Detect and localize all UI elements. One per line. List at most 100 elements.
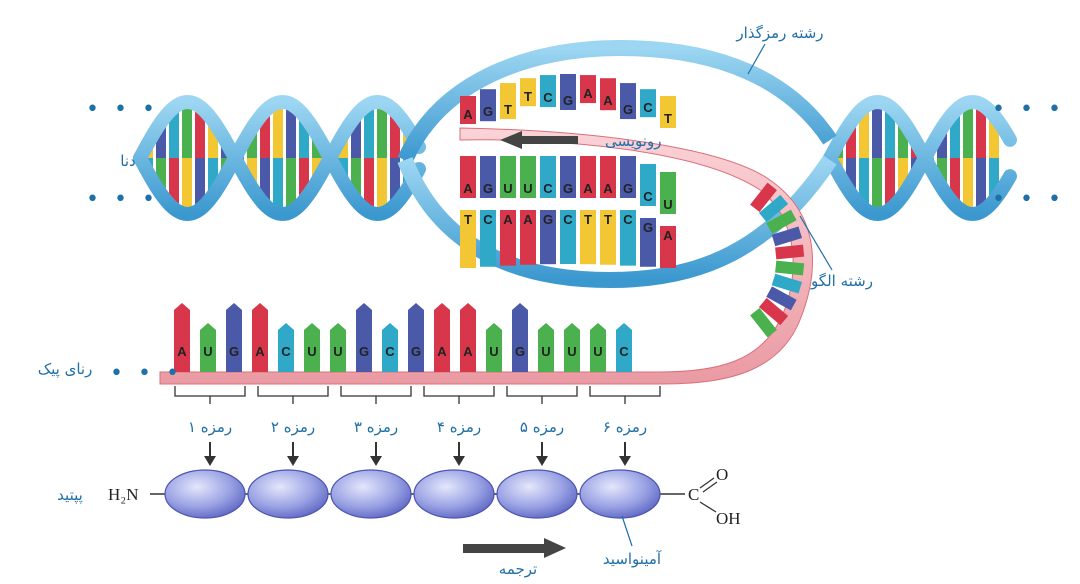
base-pair-half [859, 111, 869, 158]
codon-bracket [257, 386, 329, 397]
mrna-base-letter: G [359, 344, 369, 359]
bubble-mrna-base [580, 156, 596, 198]
base-pair-half [273, 106, 283, 158]
mrna-base [200, 330, 216, 372]
mrna-base [330, 330, 346, 372]
base-pair-half [195, 110, 205, 158]
template-base-letter: G [543, 212, 553, 227]
coding-base-letter: T [664, 111, 672, 126]
base-pair-half [364, 158, 374, 208]
base-pair-half [989, 119, 999, 158]
base-pair-half [872, 106, 882, 158]
template-base-letter: T [604, 212, 612, 227]
template-base-letter: C [623, 212, 633, 227]
base-pair-half [390, 158, 400, 201]
mrna-label: رنای پیک [38, 360, 93, 379]
coding-base [640, 89, 656, 118]
mrna-base-tip [304, 323, 320, 330]
codon-arrow-head [204, 456, 216, 466]
amino-acid [579, 469, 661, 519]
bubble-mrna-base-letter: U [663, 197, 672, 212]
base-pair-half [364, 108, 374, 158]
base-pair-half [898, 158, 908, 192]
bubble-mrna-base-letter: A [583, 181, 593, 196]
carbonyl-bond-2 [702, 481, 718, 493]
dna-left-strand-backbone [133, 94, 426, 221]
ellipsis-mrna: • • • [110, 361, 183, 386]
coding-base-letter: G [563, 93, 573, 108]
h2n-label: H₂N [108, 485, 138, 504]
base-pair-half [286, 108, 296, 158]
template-base [640, 218, 656, 267]
codon-label: رمزه ۶ [603, 418, 647, 436]
base-pair-half [872, 158, 882, 210]
bubble-mrna-base [480, 156, 496, 198]
mrna-base-letter: U [541, 344, 550, 359]
base-pair-half [208, 124, 218, 158]
template-base-letter: G [643, 220, 653, 235]
mrna-base-letter: U [203, 344, 212, 359]
amino-acid-label: آمینواسید [603, 550, 662, 568]
coding-base [620, 83, 636, 120]
mrna-base-tip [616, 323, 632, 330]
template-base [600, 210, 616, 265]
bubble-mrna-base-letter: A [463, 181, 473, 196]
amino-acid-pointer [621, 515, 633, 547]
mrna-base-tip [460, 303, 476, 310]
transcription-label: رونویسی [605, 132, 661, 150]
tail-base [766, 209, 797, 234]
base-pair-half [286, 158, 296, 208]
base-pair-half [950, 158, 960, 201]
base-pair-half [169, 111, 179, 158]
carboxyl-oh: OH [716, 509, 741, 528]
template-base-letter: C [563, 212, 573, 227]
mrna-base-letter: C [619, 344, 629, 359]
coding-base-letter: T [524, 89, 532, 104]
mrna-base [486, 330, 502, 372]
mrna-tail-bases [750, 182, 805, 338]
tail-base [775, 244, 805, 260]
base-pair-half [377, 158, 387, 210]
mrna-base-tip [434, 303, 450, 310]
coding-strand-label: رشته رمزگذار [735, 24, 823, 42]
bubble-mrna-base-letter: G [483, 181, 493, 196]
coding-base-letter: A [603, 93, 613, 108]
base-pair-half [859, 158, 869, 205]
ellipsis-top-right: • • • [992, 97, 1065, 122]
base-pair-half [208, 158, 218, 192]
coding-strand-backbone [397, 39, 837, 164]
template-base [520, 210, 536, 265]
bubble-mrna-base-letter: G [623, 181, 633, 196]
tail-base [775, 260, 805, 276]
template-base-letter: A [663, 228, 673, 243]
mrna-base-tip [538, 323, 554, 330]
mrna-base-tip [252, 303, 268, 310]
template-base-letter: A [503, 212, 513, 227]
base-pair-half [273, 158, 283, 210]
coding-base [500, 83, 516, 120]
mrna-base-tip [200, 323, 216, 330]
mrna-base-letter: A [255, 344, 265, 359]
mrna-base-tip [486, 323, 502, 330]
coding-base-letter: C [543, 90, 553, 105]
template-base-letter: A [523, 212, 533, 227]
tail-base [758, 297, 789, 326]
mrna-base-letter: C [385, 344, 395, 359]
peptide-label: پپتید [57, 486, 83, 505]
coding-base [480, 89, 496, 122]
coding-base-letter: G [623, 102, 633, 117]
base-pair-half [976, 158, 986, 208]
mrna-base-tip [564, 323, 580, 330]
codon-arrow-head [619, 456, 631, 466]
bubble-mrna-base [640, 164, 656, 206]
mrna-base-tip [174, 303, 190, 310]
codon-arrow-head [370, 456, 382, 466]
mrna-base [174, 310, 190, 372]
mrna-base-letter: G [515, 344, 525, 359]
base-pair-half [963, 106, 973, 158]
base-pair-half [885, 158, 895, 206]
mrna-base-letter: A [177, 344, 187, 359]
coding-base-letter: A [463, 107, 473, 122]
